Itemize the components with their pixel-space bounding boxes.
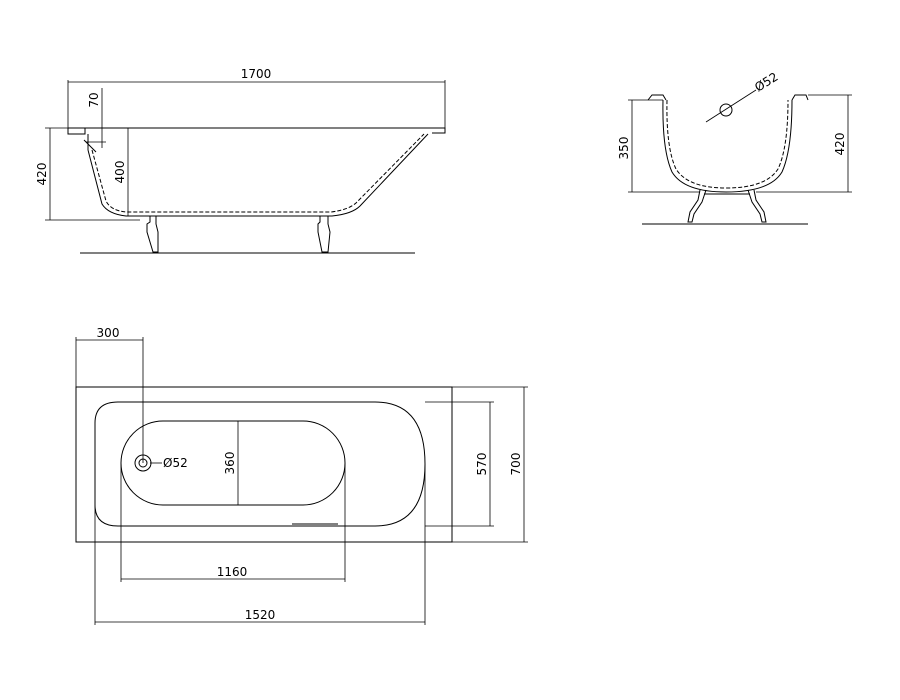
dim-top-drain-offset: 300 bbox=[97, 326, 120, 340]
dim-side-inner-depth: 400 bbox=[113, 161, 127, 184]
dim-end-inner-height: 350 bbox=[617, 137, 631, 160]
dim-end-total-height: 420 bbox=[833, 133, 847, 156]
top-view: Ø52 300 360 570 700 1160 1520 bbox=[75, 326, 528, 625]
dim-side-rim: 70 bbox=[87, 92, 101, 107]
dim-top-bottom-width: 360 bbox=[223, 452, 237, 475]
end-bowl-inner bbox=[666, 99, 789, 189]
side-rim-left bbox=[67, 128, 86, 135]
side-rim bbox=[68, 127, 446, 134]
side-tub-outer bbox=[87, 133, 429, 217]
end-rim-right bbox=[791, 94, 809, 101]
end-leg-left bbox=[687, 189, 707, 223]
end-rim-left bbox=[647, 94, 667, 101]
side-overflow bbox=[83, 134, 97, 153]
side-tub-inner bbox=[91, 133, 425, 213]
dim-top-drain: Ø52 bbox=[163, 456, 188, 470]
end-drain-circle bbox=[719, 103, 733, 117]
end-view: Ø52 350 420 bbox=[617, 70, 852, 225]
dim-top-outer-width: 700 bbox=[509, 453, 523, 476]
top-inner-basin bbox=[94, 401, 426, 527]
dim-side-length: 1700 bbox=[241, 67, 272, 81]
end-leg-right bbox=[747, 189, 767, 223]
side-view: 1700 70 420 400 bbox=[35, 67, 446, 254]
dim-side-total-height: 420 bbox=[35, 163, 49, 186]
end-bowl-outer bbox=[662, 99, 793, 193]
dim-end-drain: Ø52 bbox=[752, 70, 780, 95]
dim-top-bottom-length: 1160 bbox=[217, 565, 248, 579]
side-leg-left bbox=[146, 216, 159, 253]
dim-top-inner-length: 1520 bbox=[245, 608, 276, 622]
dim-top-inner-width: 570 bbox=[475, 453, 489, 476]
side-leg-right bbox=[317, 216, 331, 253]
top-outer-rim bbox=[75, 386, 453, 543]
end-drain-leader bbox=[705, 89, 757, 123]
